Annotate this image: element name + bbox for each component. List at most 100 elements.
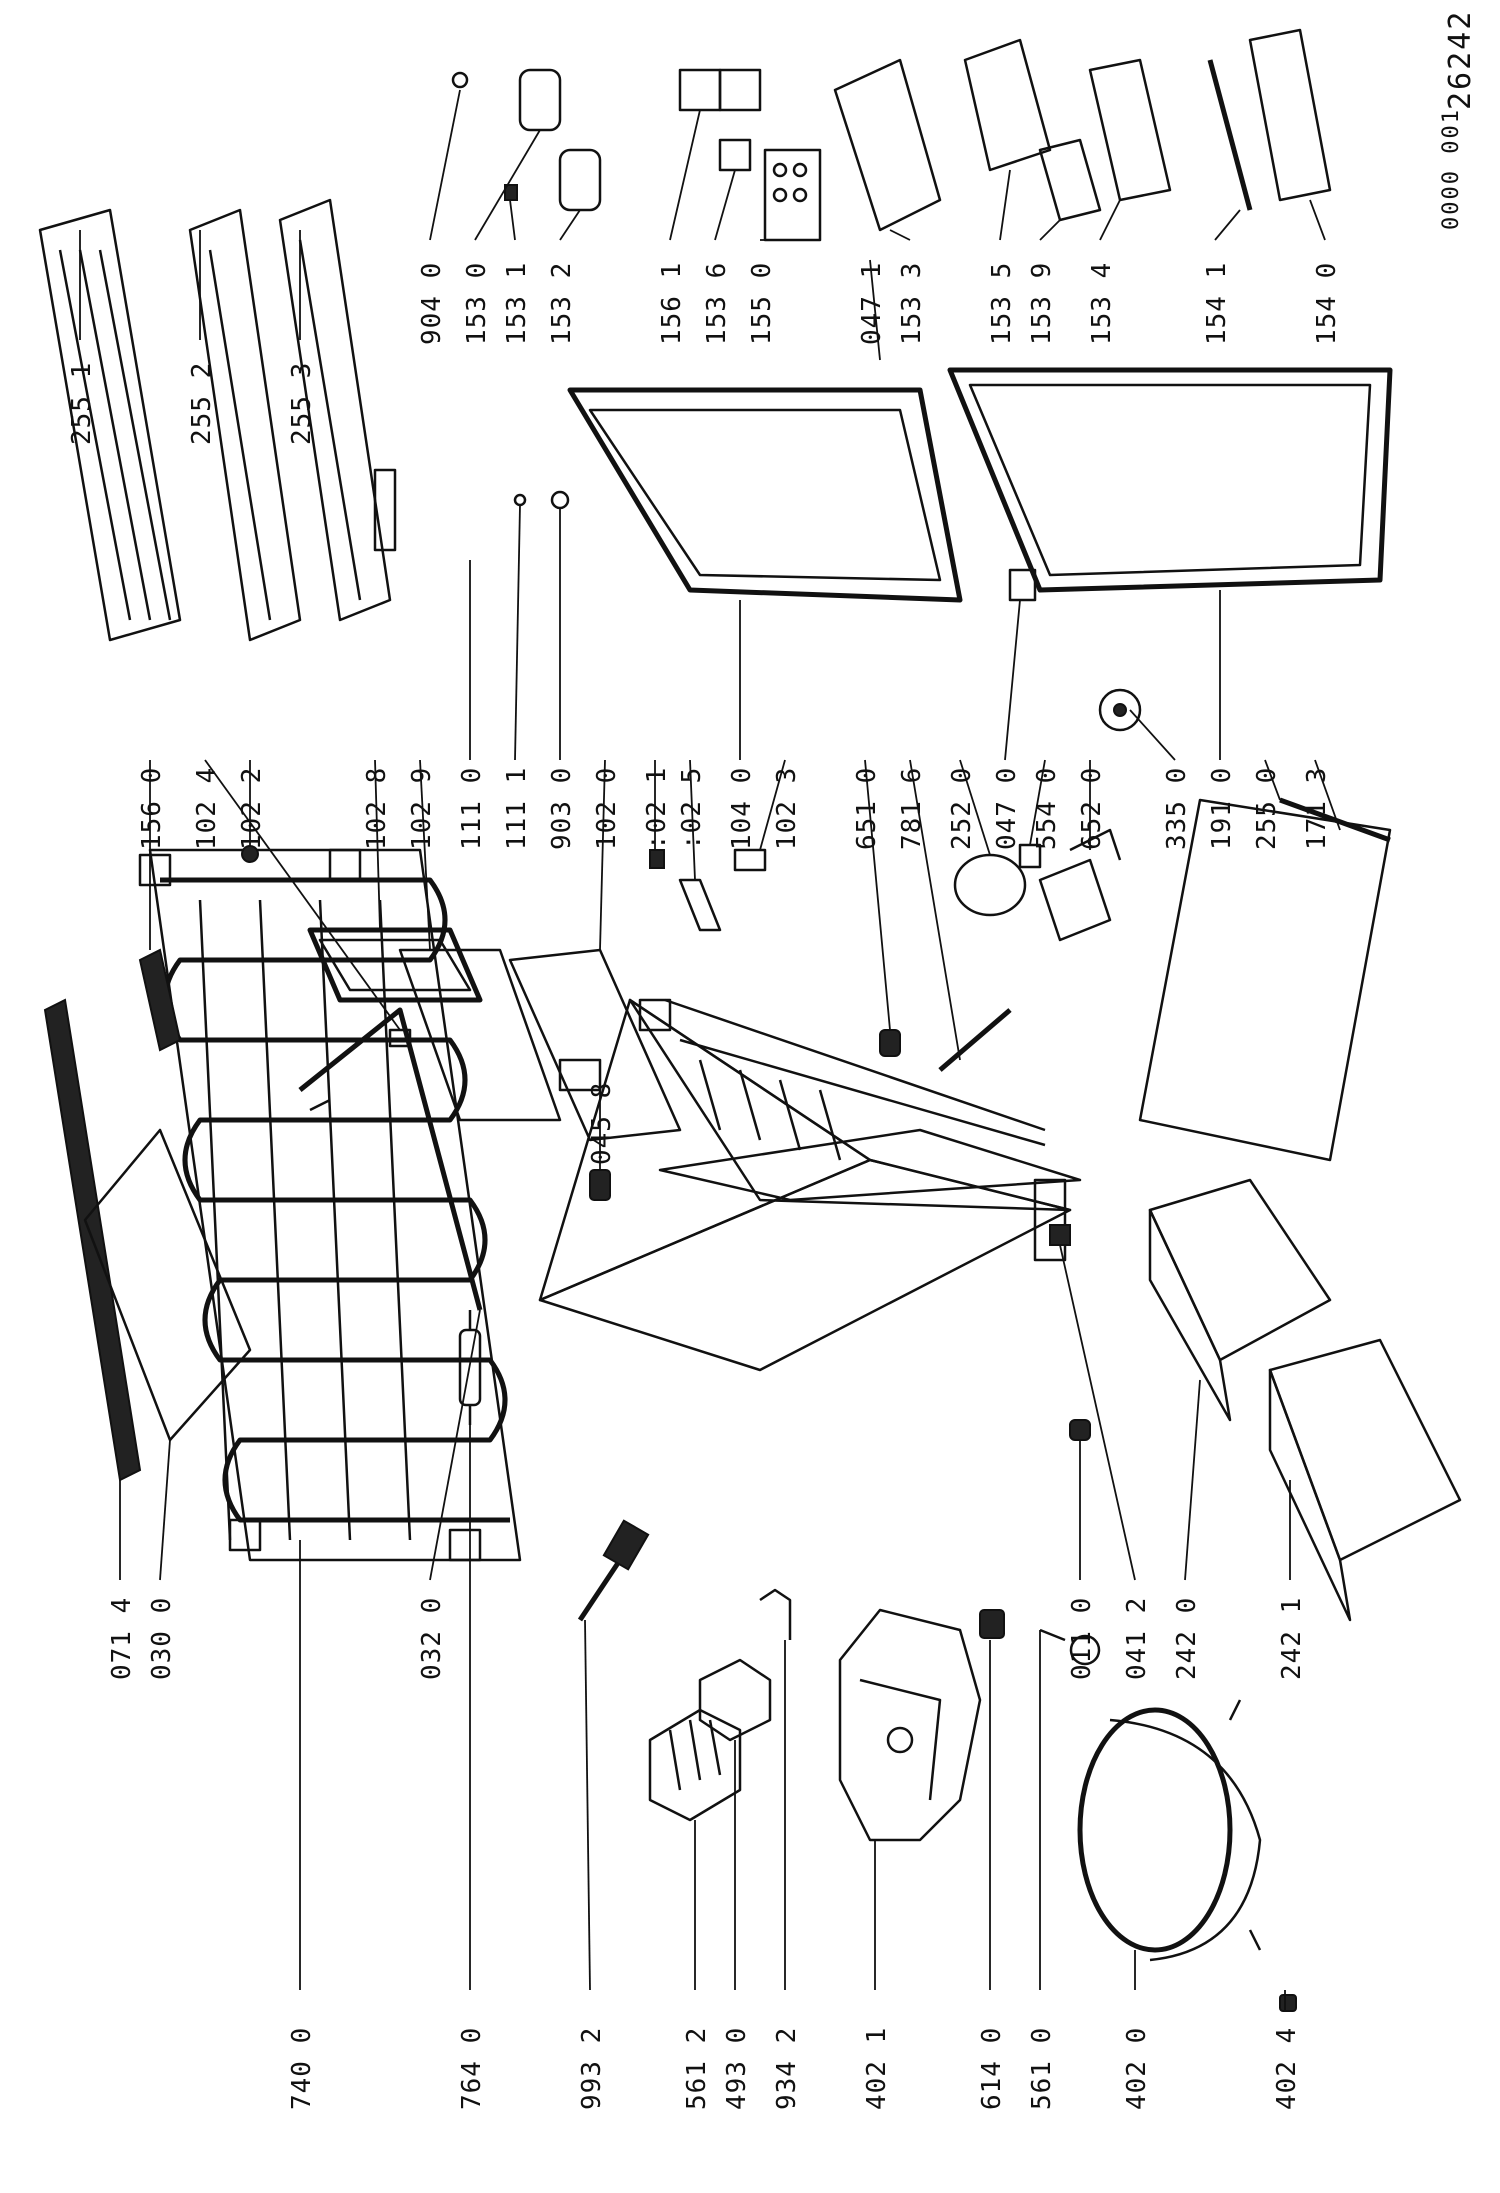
crisper-large-drawing xyxy=(1268,1338,1462,1622)
bars-drawing xyxy=(373,468,570,552)
top-cover-drawing xyxy=(83,1128,252,1442)
label-047-0: 047 0 xyxy=(992,767,1022,850)
label-011-0: 011 0 xyxy=(1067,1597,1097,1680)
label-903-0: 903 0 xyxy=(547,767,577,850)
document-number: 0000 001 26242 xyxy=(1439,10,1478,230)
label-102-8: 102 8 xyxy=(362,767,392,850)
label-154-0: 154 0 xyxy=(1312,262,1342,345)
label-242-1: 242 1 xyxy=(1277,1597,1307,1680)
label-153-2: 153 2 xyxy=(547,262,577,345)
label-111-1: 111 1 xyxy=(502,767,532,850)
freezer-compartment-drawing xyxy=(508,948,682,1142)
hinge-cover-drawing xyxy=(1008,568,1037,602)
ice-and-egg-drawing xyxy=(678,68,822,242)
part-drawings xyxy=(38,28,1462,2012)
label-740-0: 740 0 xyxy=(287,2027,317,2110)
label-561-2: 561 2 xyxy=(682,2027,712,2110)
crisper-drawing xyxy=(1148,1178,1332,1422)
drier-drawing xyxy=(458,1310,482,1425)
top-frame-drawing xyxy=(298,1007,483,1311)
label-156-0: 156 0 xyxy=(137,767,167,850)
door-frame-drawing xyxy=(567,387,963,603)
document-number-large: 26242 xyxy=(1443,10,1478,110)
label-155-0: 155 0 xyxy=(747,262,777,345)
label-032-0: 032 0 xyxy=(417,1597,447,1680)
leader-lines xyxy=(79,89,1341,2010)
label-102-1: :02 1 xyxy=(642,767,672,850)
label-045-8: 045 8 xyxy=(587,1082,617,1165)
label-111-0: 111 0 xyxy=(457,767,487,850)
part-labels: 740 0 764 0 993 2 561 2 493 0 934 2 402 … xyxy=(67,262,1342,2110)
label-335-0: 335 0 xyxy=(1162,767,1192,850)
label-252-0: 252 0 xyxy=(947,767,977,850)
document-number-small: 0000 001 xyxy=(1439,108,1464,230)
label-153-0: 153 0 xyxy=(462,262,492,345)
label-402-4: 402 4 xyxy=(1272,2027,1302,2110)
label-561-0: 561 0 xyxy=(1027,2027,1057,2110)
glass-shelf-bottom-drawing xyxy=(1138,797,1392,1162)
label-614-0: 614 0 xyxy=(977,2027,1007,2110)
label-104-0: 104 0 xyxy=(727,767,757,850)
bracket-drawing xyxy=(838,1608,982,1842)
label-255-3: 255 3 xyxy=(287,362,317,445)
label-102-5: :02 5 xyxy=(677,767,707,850)
egg-racks-drawing xyxy=(451,68,602,212)
label-047-1: 047 1 xyxy=(857,262,887,345)
ice-tray-drawing xyxy=(138,948,182,1052)
overload-drawing xyxy=(1039,1628,1101,1666)
label-402-0: 402 0 xyxy=(1122,2027,1152,2110)
label-153-3: 153 3 xyxy=(897,262,927,345)
capacitor-drawing xyxy=(698,1658,772,1742)
label-102-9: 102 9 xyxy=(407,767,437,850)
label-102-2: 102 2 xyxy=(237,767,267,850)
label-242-0: 242 0 xyxy=(1172,1597,1202,1680)
lamp-drawing xyxy=(879,1008,1012,1072)
label-102-4: 102 4 xyxy=(192,767,222,850)
label-764-0: 764 0 xyxy=(457,2027,487,2110)
label-171-3: 171 3 xyxy=(1302,767,1332,850)
label-993-2: 993 2 xyxy=(577,2027,607,2110)
label-102-3: 102 3 xyxy=(772,767,802,850)
condenser-drawing xyxy=(138,848,522,1562)
label-030-0: 030 0 xyxy=(147,1597,177,1680)
foot-drawing xyxy=(1069,1419,1091,1441)
relay-drawing xyxy=(648,1708,742,1822)
label-156-1: 156 1 xyxy=(657,262,687,345)
label-041-2: 041 2 xyxy=(1122,1597,1152,1680)
label-493-0: 493 0 xyxy=(722,2027,752,2110)
grommet-drawing xyxy=(1279,1994,1297,2012)
label-102-0: 102 0 xyxy=(592,767,622,850)
label-652-0: 652 0 xyxy=(1077,767,1107,850)
compressor-drawing xyxy=(1077,1699,1262,1962)
label-153-1: 153 1 xyxy=(502,262,532,345)
label-191-0: 191 0 xyxy=(1207,767,1237,850)
label-153-4: 153 4 xyxy=(1087,262,1117,345)
connector-drawing xyxy=(979,1609,1005,1639)
label-934-2: 934 2 xyxy=(772,2027,802,2110)
knob-drawing xyxy=(1098,688,1142,732)
cabinet-drawing xyxy=(538,998,1082,1372)
label-904-0: 904 0 xyxy=(417,262,447,345)
freezer-door-liner-drawing xyxy=(307,927,483,1003)
label-651-0: 651 0 xyxy=(852,767,882,850)
wire-shelves-drawing xyxy=(38,198,392,642)
label-255-1: 255 1 xyxy=(67,362,97,445)
label-154-1: 154 1 xyxy=(1202,262,1232,345)
door-gasket-drawing xyxy=(947,367,1393,593)
label-781-6: 781 6 xyxy=(897,767,927,850)
label-402-1: 402 1 xyxy=(862,2027,892,2110)
label-153-6: 153 6 xyxy=(702,262,732,345)
probe-drawing xyxy=(577,1519,650,1622)
hinge-pin-drawing xyxy=(589,1169,611,1201)
door-small-parts-drawing xyxy=(649,848,767,932)
label-554-0: 554 0 xyxy=(1032,767,1062,850)
label-255-2: 255 2 xyxy=(187,362,217,445)
label-255-0: 255 0 xyxy=(1252,767,1282,850)
clip-drawing xyxy=(759,1588,792,1640)
label-071-4: 071 4 xyxy=(107,1597,137,1680)
label-153-9: 153 9 xyxy=(1027,262,1057,345)
label-153-5: 153 5 xyxy=(987,262,1017,345)
door-shelves-drawing xyxy=(833,28,1332,232)
freezer-flap-drawing xyxy=(398,948,562,1122)
